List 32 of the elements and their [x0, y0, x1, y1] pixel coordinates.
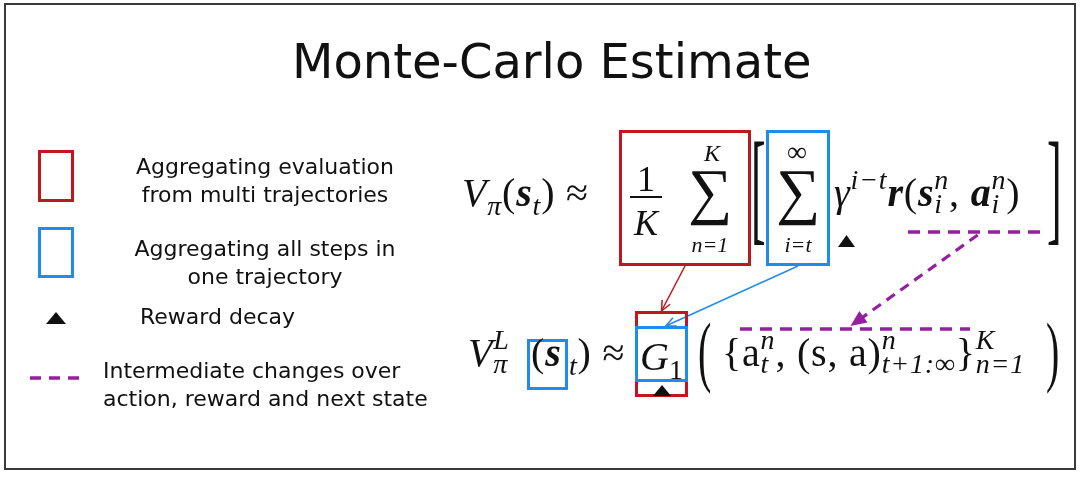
- fraction-numerator: 1: [637, 165, 655, 195]
- highlight-box: [766, 130, 830, 266]
- summation-symbol: ∑: [688, 167, 733, 228]
- highlight-box: [619, 130, 751, 266]
- math-expression: $_{t}$) ≈: [569, 328, 626, 378]
- math-term: G$_{1}$: [640, 332, 683, 382]
- fraction-denominator: K: [634, 209, 658, 239]
- arrow: [660, 265, 686, 312]
- dashed-arrow: [850, 233, 979, 326]
- highlight-box: [635, 311, 688, 397]
- arrow: [664, 265, 799, 327]
- sum-upper-limit: ∞: [787, 141, 807, 164]
- math-expression: V$_{π}$(s$_{t}$) ≈: [462, 168, 589, 218]
- dashed-line: [908, 229, 1042, 235]
- math-expression: γ$^{i−t}$r(s$^{n}$$_{i}$, a$^{n}$$_{i}$): [834, 167, 1021, 218]
- summation-symbol: ∑: [776, 167, 821, 228]
- sum-lower-limit: n=1: [691, 235, 729, 254]
- math-term: (s: [531, 328, 562, 377]
- legend-label: Reward decay: [140, 303, 296, 331]
- right-bracket: ]: [1047, 116, 1062, 259]
- legend-label: Aggregating all steps in one trajectory: [133, 235, 397, 291]
- sum-upper-limit: K: [704, 144, 720, 164]
- highlight-box: [635, 326, 688, 382]
- left-parenthesis: (: [698, 305, 712, 397]
- left-bracket: [: [751, 116, 766, 259]
- sum-lower-limit: i=t: [784, 235, 812, 254]
- legend-label: Intermediate changes over action, reward and next state: [103, 357, 429, 413]
- highlight-box: [527, 339, 568, 390]
- dashed-line: [740, 326, 970, 332]
- right-parenthesis: ): [1046, 305, 1060, 397]
- title: Monte-Carlo Estimate: [292, 34, 812, 90]
- legend-label: Aggregating evaluation from multi trajectories: [135, 153, 395, 209]
